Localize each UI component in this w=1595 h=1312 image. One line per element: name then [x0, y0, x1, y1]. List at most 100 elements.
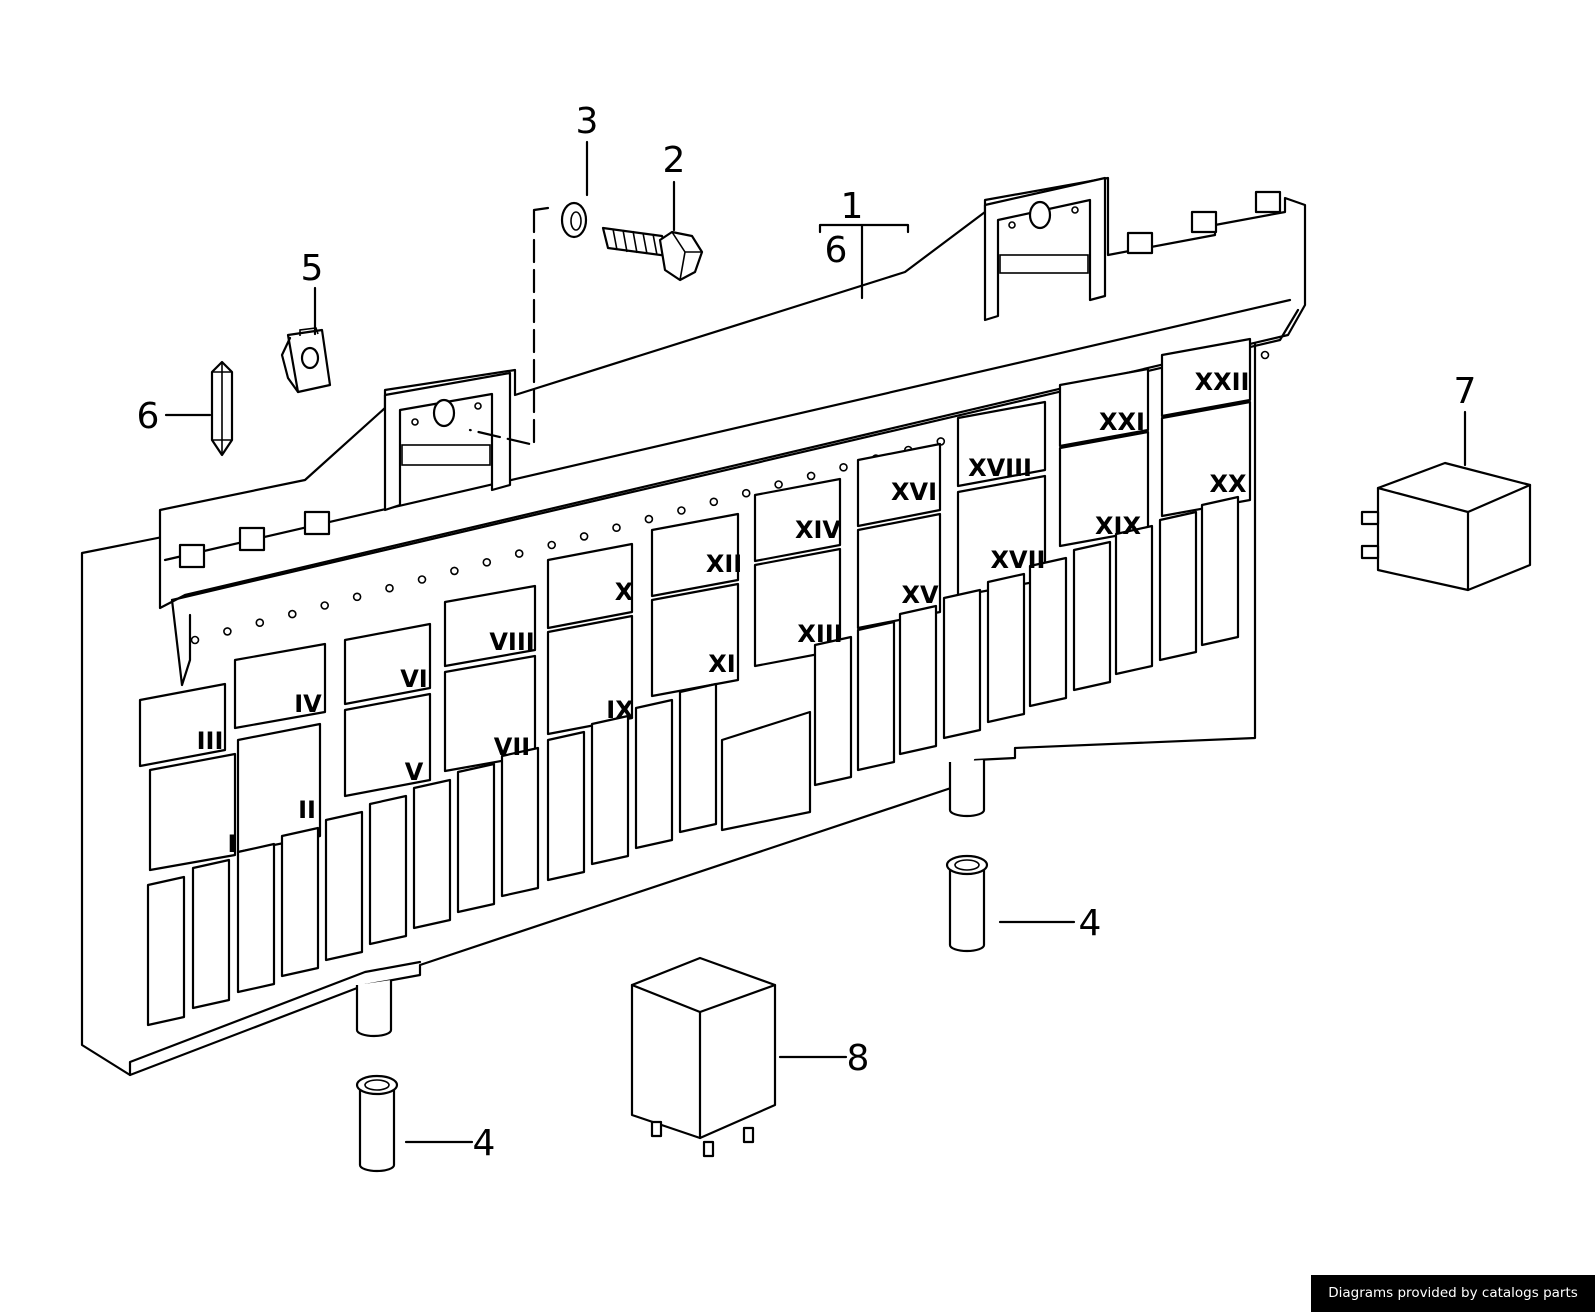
fuse-slot [280, 826, 320, 978]
rail-hole [482, 557, 492, 567]
bolt [601, 226, 704, 282]
left-mounting-bracket [383, 371, 512, 512]
callout-3: 3 [576, 101, 599, 142]
board-rail-front-face [170, 308, 1300, 602]
relay-label-xii: XII [706, 550, 742, 578]
relay-label-xxii: XXII [1195, 368, 1250, 396]
fuse-slot [898, 604, 938, 756]
relay-label-x: X [615, 578, 634, 606]
fuse-slot [1158, 510, 1198, 662]
board-rail-inner [163, 298, 1292, 562]
callout-labels: 1 6 2 3 5 6 7 4 4 8 [137, 101, 1477, 1164]
diagram-credit-badge: Diagrams provided by catalogs parts [1311, 1275, 1595, 1312]
relay-label-xvii: XVII [991, 546, 1046, 574]
relay-label-xvi: XVI [891, 478, 937, 506]
callout-4-lower: 4 [473, 1123, 496, 1164]
fuse-slot [236, 842, 276, 994]
board-rail-lip [170, 598, 192, 687]
fuse-slot [456, 762, 496, 914]
callout-8: 8 [847, 1038, 870, 1079]
relay-position-labels: I II III IV V VI VII VIII IX X XI XII XI… [197, 368, 1250, 858]
fuse-slot [324, 810, 364, 962]
fuse-slot [1028, 556, 1068, 708]
center-block [720, 710, 812, 832]
fuse-slot [678, 682, 718, 834]
relay-label-xix: XIX [1095, 512, 1141, 540]
relay-label-xx: XX [1209, 470, 1247, 498]
rail-clips [178, 190, 1282, 569]
relay-right [1360, 461, 1532, 592]
relay-label-xi: XI [708, 650, 735, 678]
rail-hole [223, 627, 232, 636]
callout-5: 5 [301, 248, 324, 289]
rail-hole [190, 635, 200, 645]
fuse-slot [412, 778, 452, 930]
relay-label-xiv: XIV [795, 516, 841, 544]
relay-label-xviii: XVIII [968, 454, 1032, 482]
fuse-slot [986, 572, 1026, 724]
fuse-slot [856, 620, 896, 772]
sleeve-upper [945, 854, 989, 953]
relay-label-viii: VIII [489, 628, 534, 656]
clip-nut [280, 327, 332, 394]
callout-4-upper: 4 [1079, 903, 1102, 944]
relay-label-xiii: XIII [797, 620, 842, 648]
relay-label-vii: VII [494, 733, 530, 761]
relay-sockets [138, 337, 1252, 872]
fuse-slot [146, 875, 186, 1027]
board-bottom-edge [128, 960, 422, 1077]
relay-bottom [630, 956, 777, 1158]
relay-label-ii: II [298, 796, 316, 824]
fuse-slot [1200, 495, 1240, 647]
rail-hole [320, 601, 330, 610]
fuse-slot [368, 794, 408, 946]
relay-label-i: I [228, 830, 237, 858]
relay-label-xxi: XXI [1099, 408, 1145, 436]
callout-1: 1 [841, 186, 864, 227]
fuse-slot [191, 858, 231, 1010]
rail-hole [514, 549, 524, 558]
callout-2: 2 [663, 140, 686, 181]
board-mount-posts [355, 760, 986, 1038]
rail-hole [709, 497, 719, 507]
rail-hole [644, 514, 654, 524]
rail-hole [806, 471, 816, 481]
sleeve-lower [355, 1074, 399, 1173]
rail-hole [741, 488, 751, 498]
fuse-slots [146, 495, 1240, 1027]
right-mounting-bracket [983, 176, 1107, 322]
rail-hole [352, 592, 362, 602]
fuse-slot [1072, 540, 1112, 692]
washer [468, 201, 588, 447]
leader-lines [164, 140, 1467, 1144]
fuse-slot [546, 730, 586, 882]
fuse-slot [813, 635, 853, 787]
relay-label-vi: VI [400, 665, 428, 693]
fuse-slot [1114, 524, 1154, 676]
relay-label-iv: IV [294, 690, 322, 718]
rail-hole [774, 480, 783, 489]
rail-hole [417, 575, 427, 584]
rail-hole [450, 566, 459, 576]
fuse-slot [634, 698, 674, 850]
fuse-slot [590, 714, 630, 866]
callout-7: 7 [1454, 371, 1477, 412]
rail-hole [839, 462, 848, 472]
rail-hole [255, 618, 265, 628]
relay-label-iii: III [197, 727, 224, 755]
rail-hole [547, 540, 557, 550]
rail-hole [385, 583, 394, 593]
rail-hole [287, 609, 297, 619]
relay-label-xv: XV [901, 581, 939, 609]
callout-6-upper: 6 [825, 230, 848, 271]
callout-6-left: 6 [137, 396, 160, 437]
rail-hole [612, 523, 621, 533]
fuse-slot [500, 746, 540, 898]
pin [210, 360, 234, 457]
relay-label-ix: IX [606, 696, 634, 724]
rail-hole [677, 506, 686, 515]
relay-label-v: V [405, 758, 424, 786]
rail-hole [1260, 350, 1270, 360]
rail-hole [579, 532, 589, 541]
